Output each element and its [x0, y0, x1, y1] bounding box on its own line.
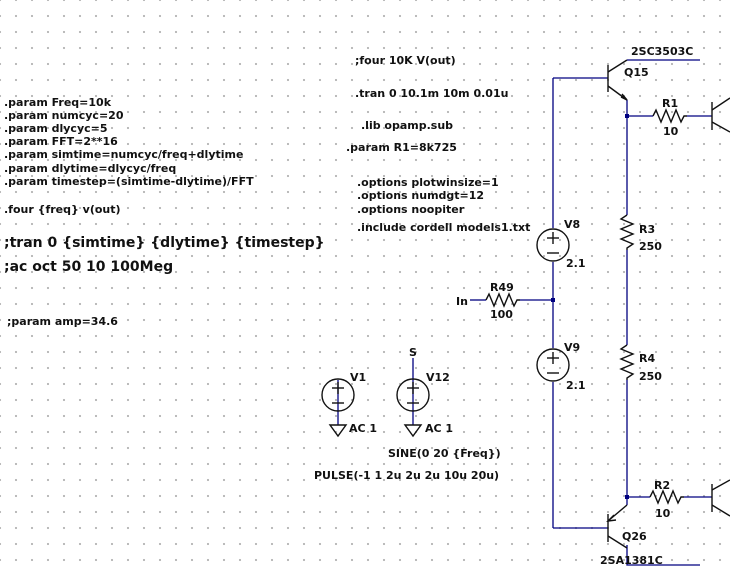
r2-value-label: 10: [655, 507, 671, 520]
v12-source: [396, 378, 430, 412]
v12-value-label: AC 1: [425, 422, 454, 435]
input-net-label: In: [456, 295, 468, 308]
lib-directive[interactable]: .lib opamp.sub: [361, 119, 454, 132]
v12-node-label: S: [409, 346, 417, 359]
v1-value-label: AC 1: [349, 422, 378, 435]
r3-value-label: 250: [639, 240, 662, 253]
v12-ground: [403, 424, 423, 438]
r49-ref-label: R49: [490, 281, 514, 294]
param-freq[interactable]: .param Freq=10k: [4, 96, 112, 109]
param-timestep[interactable]: .param timestep=(simtime-dlytime)/FFT: [4, 175, 254, 188]
r4-value-label: 250: [639, 370, 662, 383]
four-directive[interactable]: .four {freq} v(out): [4, 203, 121, 216]
r1-ref-label: R1: [662, 97, 679, 110]
tran-comment-directive[interactable]: ;tran 0 {simtime} {dlytime} {timestep}: [4, 235, 325, 251]
tran-directive[interactable]: .tran 0 10.1m 10m 0.01u: [355, 87, 509, 100]
q15-model-label: 2SC3503C: [631, 45, 694, 58]
pulse-source-label: PULSE(-1 1 2u 2u 2u 10u 20u): [314, 469, 500, 482]
option-noopiter[interactable]: .options noopiter: [357, 203, 465, 216]
ground-symbols: [328, 424, 423, 438]
param-dlytime[interactable]: .param dlytime=dlycyc/freq: [4, 162, 177, 175]
v1-source: [321, 378, 355, 412]
include-directive[interactable]: .include cordell models1.txt: [357, 221, 531, 234]
param-fft[interactable]: .param FFT=2**16: [4, 135, 118, 148]
v8-source: [536, 228, 570, 262]
r4-resistor: [619, 344, 635, 380]
r1-value-label: 10: [663, 125, 679, 138]
wires: [337, 59, 712, 566]
option-numdgt[interactable]: .options numdgt=12: [357, 189, 485, 202]
v9-value-label: 2.1: [566, 379, 586, 392]
q-right-bottom-transistor[interactable]: [711, 479, 730, 517]
four-comment-directive[interactable]: ;four 10K V(out): [355, 54, 456, 67]
r2-ref-label: R2: [654, 479, 671, 492]
param-r1-directive[interactable]: .param R1=8k725: [346, 141, 457, 154]
v8-ref-label: V8: [564, 218, 581, 231]
r3-ref-label: R3: [639, 223, 656, 236]
option-plotwinsize[interactable]: .options plotwinsize=1: [357, 176, 499, 189]
q26-model-label: 2SA1381C: [600, 554, 663, 567]
v8-value-label: 2.1: [566, 257, 586, 270]
v12-ref-label: V12: [426, 371, 450, 384]
r49-resistor: [485, 292, 520, 308]
amp-comment-directive[interactable]: ;param amp=34.6: [7, 315, 118, 328]
v9-source: [536, 348, 570, 382]
param-dlycyc[interactable]: .param dlycyc=5: [4, 122, 108, 135]
param-numcyc[interactable]: .param numcyc=20: [4, 109, 124, 122]
v12-sine-label: SINE(0 20 {Freq}): [388, 447, 501, 460]
resistors: [485, 108, 687, 505]
voltage-sources: [321, 228, 570, 412]
r4-ref-label: R4: [639, 352, 656, 365]
r49-value-label: 100: [490, 308, 513, 321]
q15-transistor[interactable]: [607, 59, 628, 101]
param-simtime[interactable]: .param simtime=numcyc/freq+dlytime: [4, 148, 244, 161]
r3-resistor: [619, 214, 635, 250]
r1-resistor: [652, 108, 687, 124]
q15-ref-label: Q15: [624, 66, 649, 79]
v1-ground: [328, 424, 348, 438]
r2-resistor: [649, 489, 684, 505]
q26-ref-label: Q26: [622, 530, 647, 543]
v9-ref-label: V9: [564, 341, 581, 354]
q26-transistor[interactable]: [606, 504, 628, 549]
q-right-top-transistor[interactable]: [711, 97, 730, 133]
v1-ref-label: V1: [350, 371, 367, 384]
junction-dots: [551, 114, 629, 499]
ac-comment-directive[interactable]: ;ac oct 50 10 100Meg: [4, 259, 174, 275]
